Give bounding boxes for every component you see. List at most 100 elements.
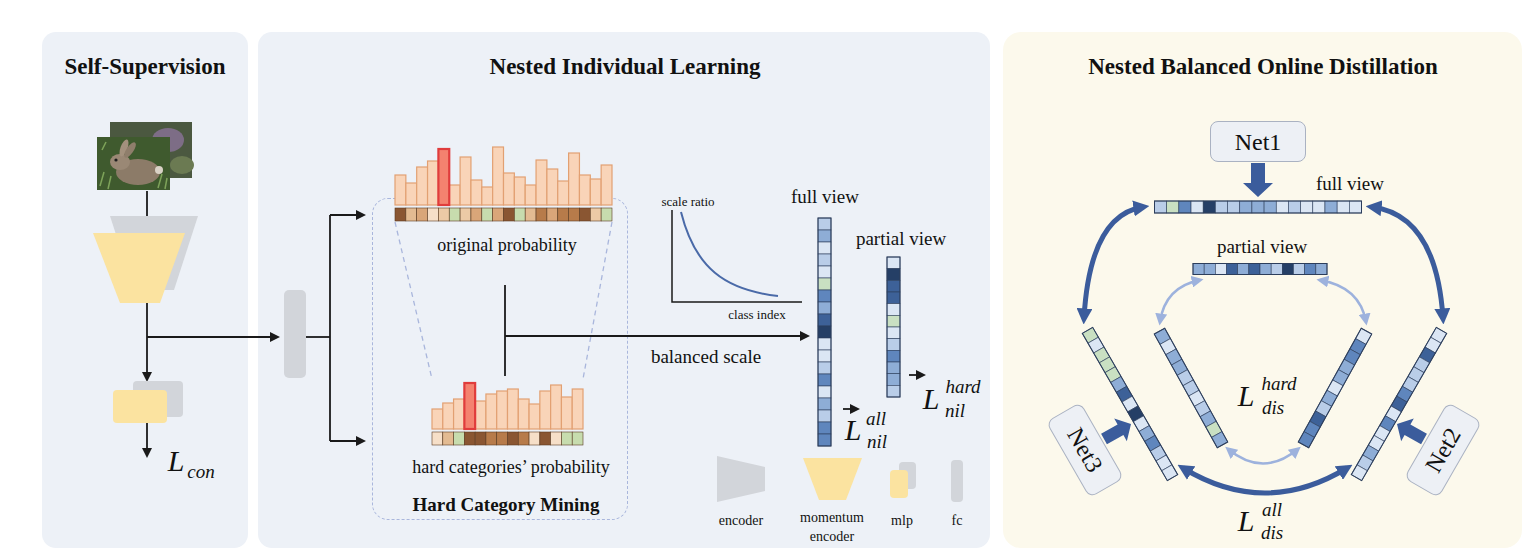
probability-cell	[572, 432, 583, 445]
histogram-bar	[551, 385, 562, 429]
probability-cell	[449, 208, 460, 221]
vector-cell	[1155, 201, 1167, 213]
network-box: Net3	[1046, 402, 1125, 498]
histogram-bar	[547, 169, 558, 205]
legend-label: fc	[952, 514, 963, 528]
probability-cell	[443, 432, 454, 445]
probability-cell	[551, 432, 562, 445]
arrow	[843, 408, 858, 410]
scale-curve	[681, 212, 778, 296]
vector-cell	[887, 385, 900, 397]
vector-cell	[887, 374, 900, 386]
vector-cell	[818, 266, 831, 278]
vector-cell	[818, 434, 831, 446]
histogram-bar	[601, 165, 612, 205]
grass	[102, 142, 106, 150]
arrow	[505, 335, 808, 337]
vector-cell	[1249, 264, 1260, 275]
histogram-bar	[417, 167, 428, 205]
loss-subscript: con	[187, 462, 214, 481]
wire	[329, 215, 331, 441]
vector-cell	[887, 280, 900, 292]
vector-cell	[1212, 432, 1228, 448]
vector-outline	[818, 218, 831, 446]
arrow	[330, 440, 364, 442]
probability-cell	[432, 432, 443, 445]
histogram-bar	[579, 175, 590, 205]
distill-arrow	[1084, 207, 1143, 318]
fc-shape	[284, 290, 306, 378]
vector-cell	[818, 326, 831, 338]
histogram-bar	[475, 401, 486, 429]
arrow	[909, 374, 924, 376]
vector-cell	[1294, 264, 1305, 275]
vector-outline	[1298, 328, 1372, 448]
vector-cell	[887, 292, 900, 304]
probability-cell	[464, 432, 475, 445]
network-label: Net1	[1235, 130, 1282, 154]
vector-cell	[1179, 201, 1191, 213]
view-label: full view	[791, 187, 859, 206]
probability-cell	[454, 432, 465, 445]
histogram-bar	[540, 391, 551, 429]
vector-cell	[1193, 264, 1204, 275]
probability-cell	[536, 208, 547, 221]
vector-cell	[1349, 201, 1361, 213]
vector-cell	[1337, 201, 1349, 213]
panel-title: Nested Balanced Online Distillation	[1088, 55, 1438, 78]
vector-cell	[887, 350, 900, 362]
loss-subscript: nil	[945, 401, 965, 420]
probability-cell	[475, 432, 486, 445]
histogram-bar	[482, 187, 493, 205]
distill-arrow	[1320, 280, 1366, 322]
vector-cell	[818, 254, 831, 266]
legend-sample	[951, 460, 963, 502]
histogram-bar	[471, 180, 482, 205]
network-box: Net1	[1210, 121, 1306, 162]
histogram-bar	[460, 157, 471, 205]
histogram-bar	[558, 181, 569, 205]
vector-cell	[1167, 201, 1179, 213]
vector-cell	[818, 218, 831, 230]
vector-cell	[1313, 201, 1325, 213]
probability-cell	[497, 432, 508, 445]
view-label: full view	[1316, 174, 1384, 193]
group-title: Hard Category Mining	[413, 495, 600, 514]
histogram-bar	[438, 149, 449, 205]
vector-cell	[818, 374, 831, 386]
loss-superscript: all	[1262, 500, 1282, 519]
vector-cell	[1325, 201, 1337, 213]
vector-cell	[1264, 201, 1276, 213]
vector-cell	[818, 230, 831, 242]
view-label: partial view	[856, 229, 946, 248]
vector-cell	[1240, 201, 1252, 213]
vector-cell	[887, 269, 900, 281]
feature-vector	[1193, 264, 1327, 275]
loss-subscript: dis	[1262, 398, 1284, 417]
legend-label: encoder	[719, 514, 763, 528]
vector-cell	[818, 338, 831, 350]
histogram-bar	[497, 391, 508, 429]
vector-cell	[1316, 264, 1327, 275]
grass	[108, 176, 111, 189]
grass	[165, 178, 167, 189]
vector-cell	[818, 386, 831, 398]
probability-cell	[482, 208, 493, 221]
legend-sample	[890, 470, 908, 498]
probability-cell	[493, 208, 504, 221]
highlight-bar	[464, 383, 475, 429]
vector-cell	[887, 339, 900, 351]
histogram-bar	[518, 399, 529, 429]
distill-arrow	[1160, 280, 1200, 322]
vector-cell	[1228, 201, 1240, 213]
histogram-bar	[561, 397, 572, 429]
probability-cell	[569, 208, 580, 221]
step-label: balanced scale	[651, 347, 761, 366]
photo-detail	[170, 156, 194, 174]
legend-sample	[803, 458, 862, 500]
vector-cell	[818, 362, 831, 374]
probability-cell	[579, 208, 590, 221]
vector-cell	[1305, 264, 1316, 275]
zoom-line	[583, 222, 612, 379]
